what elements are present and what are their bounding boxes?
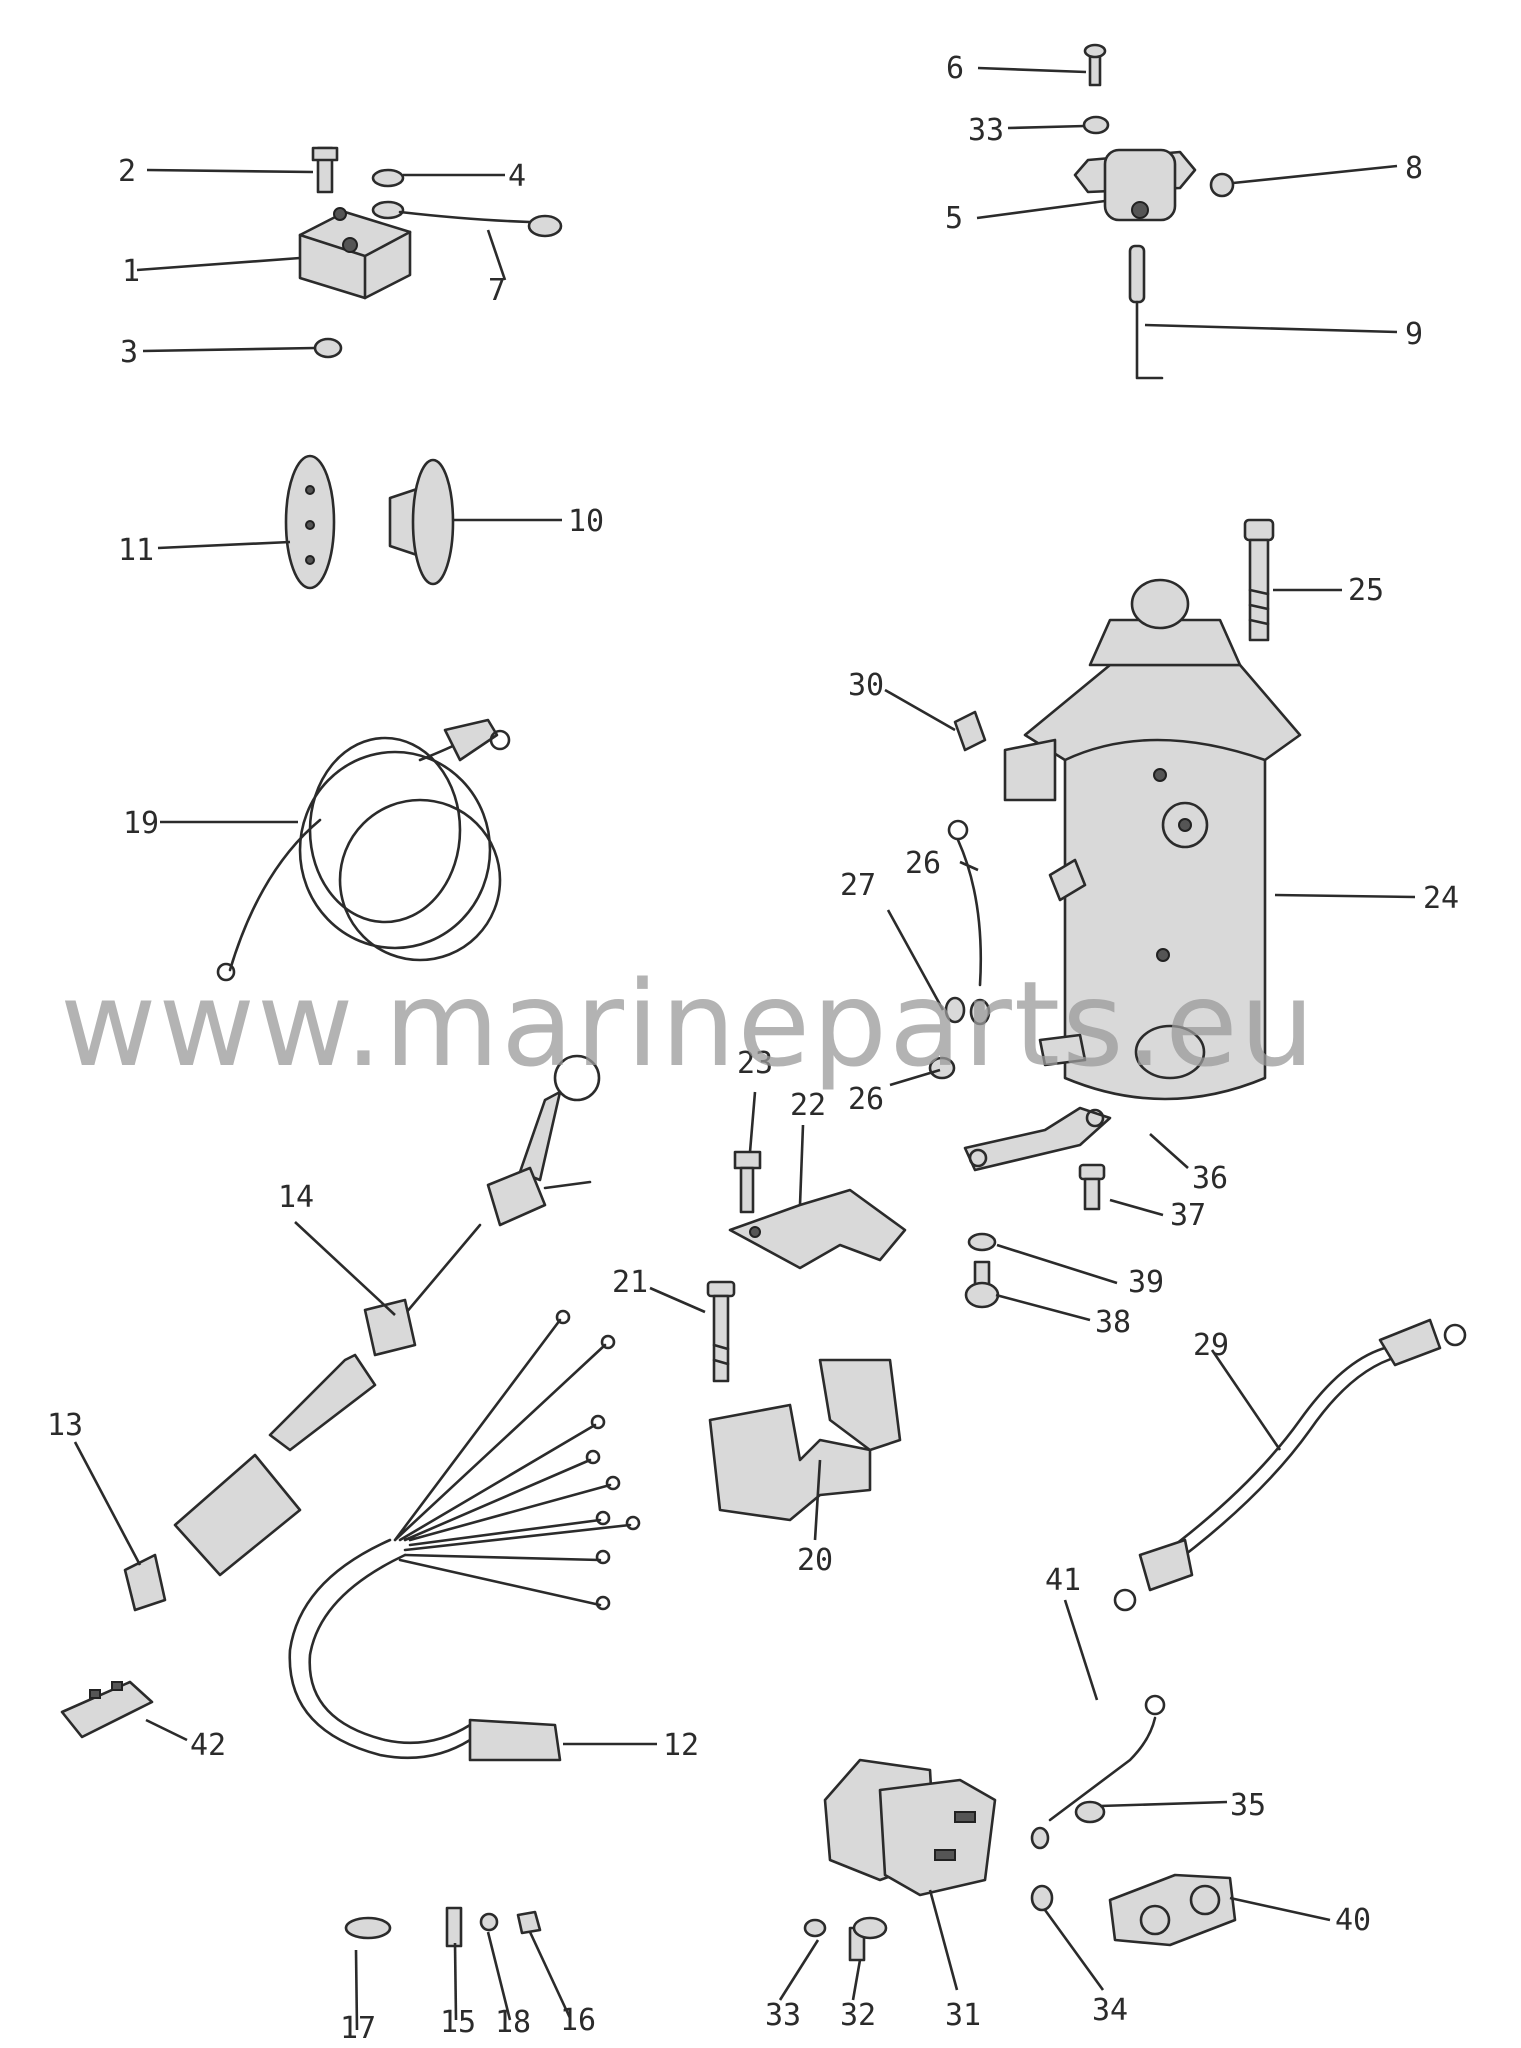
callout-3: 3 bbox=[120, 335, 138, 370]
callout-15: 15 bbox=[440, 2005, 476, 2040]
callout-37: 37 bbox=[1170, 1198, 1206, 1233]
callout-35: 35 bbox=[1230, 1788, 1266, 1823]
callout-22: 22 bbox=[790, 1088, 826, 1123]
callout-12: 12 bbox=[663, 1728, 699, 1763]
solenoid-assembly bbox=[1073, 43, 1235, 380]
small-fasteners bbox=[344, 1906, 542, 1948]
callout-25: 25 bbox=[1348, 573, 1384, 608]
callout-38: 38 bbox=[1095, 1305, 1131, 1340]
watermark-text: www.marineparts.eu bbox=[60, 955, 1317, 1093]
callout-2: 2 bbox=[118, 154, 136, 189]
callout-40: 40 bbox=[1335, 1903, 1371, 1938]
callout-numbers: 1 2 3 4 7 6 33 5 8 9 11 10 19 25 30 24 2… bbox=[47, 51, 1459, 2046]
callout-4: 4 bbox=[508, 159, 526, 194]
ground-lead bbox=[928, 819, 991, 1080]
callout-33-bottom: 33 bbox=[765, 1998, 801, 2033]
callout-39: 39 bbox=[1128, 1265, 1164, 1300]
rectifier-assembly bbox=[298, 146, 563, 359]
callout-30: 30 bbox=[848, 668, 884, 703]
terminal-block bbox=[60, 1680, 154, 1739]
callout-6: 6 bbox=[946, 51, 964, 86]
callout-9: 9 bbox=[1405, 317, 1423, 352]
callout-8: 8 bbox=[1405, 151, 1423, 186]
callout-26-upper: 26 bbox=[905, 846, 941, 881]
bracket-22 bbox=[728, 1150, 907, 1270]
leader-lines bbox=[73, 66, 1416, 2031]
fuse-lead bbox=[123, 1054, 601, 1612]
callout-16: 16 bbox=[560, 2003, 596, 2038]
cable-coil bbox=[216, 718, 511, 982]
callout-41: 41 bbox=[1045, 1563, 1081, 1598]
starter-bolt bbox=[1243, 518, 1275, 642]
callout-34: 34 bbox=[1092, 1993, 1128, 2028]
callout-7: 7 bbox=[488, 273, 506, 308]
callout-29: 29 bbox=[1193, 1328, 1229, 1363]
grommet-parts bbox=[284, 454, 455, 590]
starter-motor bbox=[1003, 578, 1302, 1101]
callout-32: 32 bbox=[840, 1998, 876, 2033]
callout-11: 11 bbox=[118, 533, 154, 568]
callout-26-lower: 26 bbox=[848, 1082, 884, 1117]
callout-17: 17 bbox=[340, 2011, 376, 2046]
callout-1: 1 bbox=[122, 254, 140, 289]
callout-19: 19 bbox=[123, 806, 159, 841]
callout-23: 23 bbox=[737, 1046, 773, 1081]
callout-33-top: 33 bbox=[968, 113, 1004, 148]
callout-20: 20 bbox=[797, 1543, 833, 1578]
wire-harness bbox=[288, 1309, 641, 1762]
battery-cable bbox=[1113, 1318, 1467, 1612]
callout-27: 27 bbox=[840, 868, 876, 903]
callout-13: 13 bbox=[47, 1408, 83, 1443]
callout-18: 18 bbox=[495, 2005, 531, 2040]
callout-24: 24 bbox=[1423, 881, 1459, 916]
callout-5: 5 bbox=[945, 201, 963, 236]
bracket-20 bbox=[706, 1280, 902, 1522]
callout-14: 14 bbox=[278, 1180, 314, 1215]
callout-10: 10 bbox=[568, 504, 604, 539]
ignition-switch bbox=[803, 1694, 1237, 1962]
callout-21: 21 bbox=[612, 1265, 648, 1300]
callout-36: 36 bbox=[1192, 1161, 1228, 1196]
fitting-30 bbox=[953, 710, 987, 752]
linkage-36 bbox=[963, 1106, 1112, 1309]
callout-31: 31 bbox=[945, 1998, 981, 2033]
callout-42: 42 bbox=[190, 1728, 226, 1763]
